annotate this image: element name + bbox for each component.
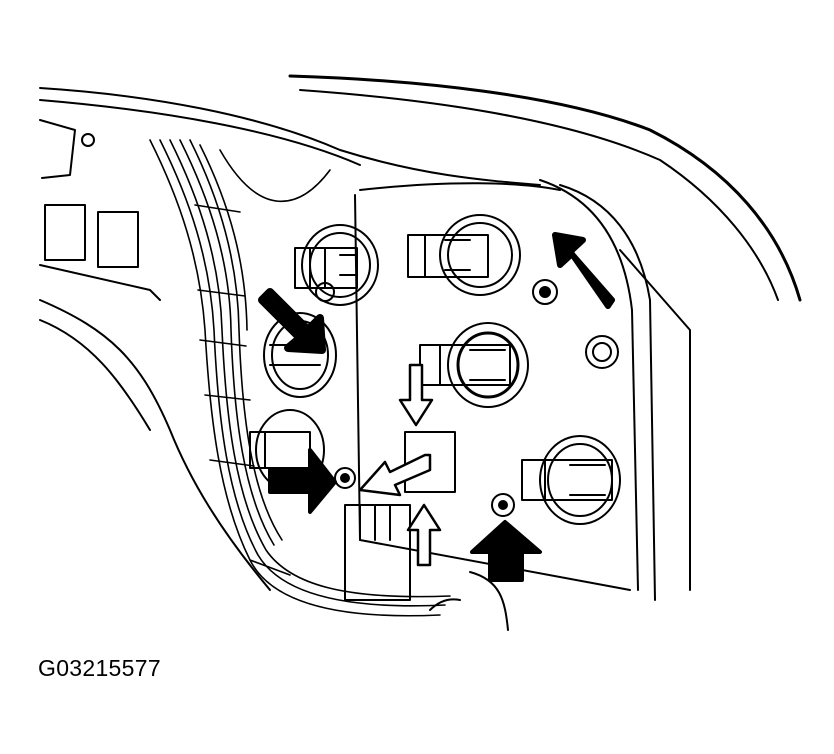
- wiring-harness: [149, 139, 451, 617]
- upper-left-screw-arrow: [258, 288, 326, 354]
- connector-arrows: [358, 363, 442, 567]
- screw-lower-right: [491, 493, 515, 517]
- bulb-socket-upper-left: [294, 224, 379, 306]
- bulb-socket-upper-center: [407, 214, 521, 296]
- callout-arrows: [258, 232, 615, 582]
- left-body-panel: [39, 119, 271, 591]
- middle-left-screw-arrow: [268, 448, 337, 514]
- connector-pull-arrow: [358, 453, 432, 497]
- connector-press-down-arrow: [398, 363, 434, 427]
- bulb-socket-center: [419, 322, 529, 408]
- bulb-socket-lower-right: [521, 435, 621, 525]
- lower-right-screw-arrow: [470, 520, 542, 582]
- upper-right-screw-arrow: [552, 232, 615, 309]
- locator-boss: [585, 335, 619, 369]
- connector-press-up-arrow: [406, 503, 442, 567]
- screw-upper-right: [532, 279, 558, 305]
- figure-code: G03215577: [38, 655, 161, 681]
- screw-middle-left: [334, 467, 356, 489]
- screw-upper-left: [315, 282, 335, 302]
- harness-connector: [344, 431, 509, 631]
